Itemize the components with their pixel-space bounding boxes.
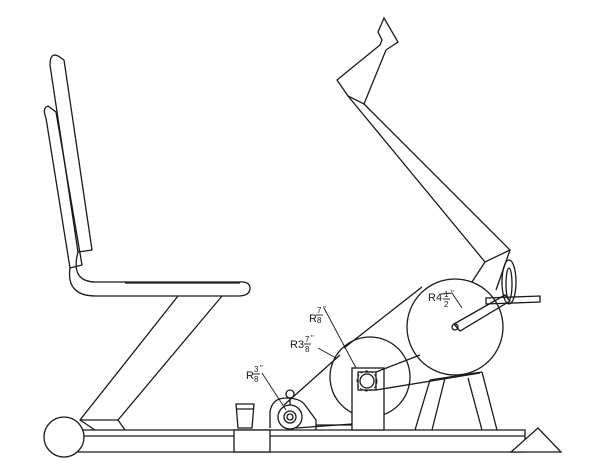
svg-text:R4: R4: [428, 292, 442, 304]
small-pulley-ring: [359, 373, 375, 389]
svg-text:7: 7: [305, 335, 310, 344]
svg-text:8: 8: [305, 345, 310, 354]
seat-post: [79, 282, 240, 431]
tension-knob: [235, 403, 255, 429]
small-pulley-box: [357, 371, 377, 391]
label-mid-pulley: R3 7 8 ": [290, 334, 314, 354]
seat-back: [43, 54, 93, 269]
handlebar-arm: [336, 16, 512, 291]
small-pulley-dashed: [356, 370, 378, 392]
svg-text:8: 8: [254, 375, 259, 384]
svg-text:R: R: [246, 370, 254, 382]
svg-text:8: 8: [317, 316, 322, 325]
label-large-pulley: R4 1 2 ": [428, 289, 454, 309]
svg-text:2: 2: [444, 300, 449, 309]
front-wheel: [43, 416, 85, 458]
pulley-tower: [351, 367, 385, 431]
svg-text:R3: R3: [290, 339, 304, 351]
svg-text:": ": [451, 289, 454, 298]
large-pulley: [406, 278, 504, 376]
svg-text:": ": [323, 305, 326, 314]
svg-text:R: R: [309, 313, 317, 325]
motor-base-plate: [233, 429, 271, 453]
belt-upper: [343, 286, 481, 391]
base-rail: [70, 429, 526, 453]
rear-foot-triangle: [509, 427, 563, 453]
svg-text:": ": [311, 334, 314, 343]
belt-lower: [283, 354, 353, 429]
leader-lines: [261, 292, 463, 411]
svg-text:7: 7: [317, 306, 322, 315]
label-motor-pulley: R 3 8 ": [246, 364, 263, 384]
rear-legs: [414, 371, 498, 431]
svg-text:3: 3: [254, 365, 259, 374]
svg-text:1: 1: [444, 290, 449, 299]
label-small-pulley: R 7 8 ": [309, 305, 326, 325]
motor-pulley-assembly: [269, 389, 317, 430]
seat-cushion: [68, 251, 251, 297]
svg-text:": ": [260, 364, 263, 373]
pedal-crank: [452, 259, 541, 332]
